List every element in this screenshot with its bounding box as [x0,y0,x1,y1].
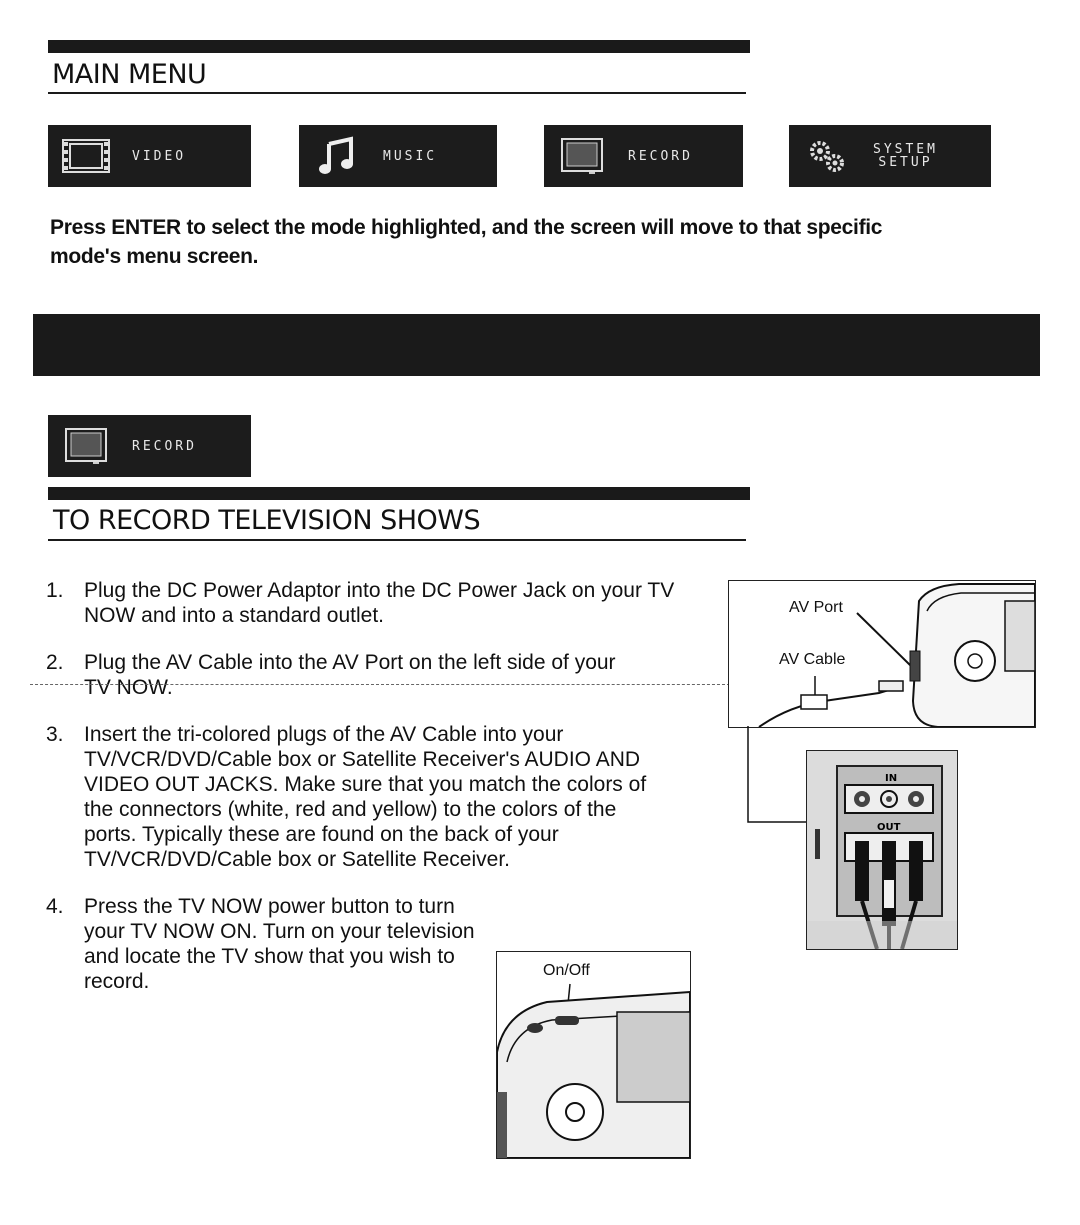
av-jacks-figure: IN OUT [806,750,958,950]
film-strip-icon [60,134,112,178]
step-item: 4. Press the TV NOW power button to turn… [46,894,686,994]
out-label: OUT [877,822,901,833]
step-number: 1. [46,579,64,602]
record-section-title: TO RECORD TELEVISION SHOWS [53,505,481,536]
step-text: Plug the DC Power Adaptor into the DC Po… [84,579,675,627]
step-item: 3. Insert the tri-colored plugs of the A… [46,722,686,872]
main-menu-instruction: Press ENTER to select the mode highlight… [50,216,883,268]
dashed-guide-line [30,684,730,685]
system-setup-button[interactable]: SYSTEM SETUP [789,125,991,187]
step-text: Press the TV NOW power button to turn yo… [84,895,475,993]
music-button-label: MUSIC [383,148,438,164]
main-menu-underline [48,92,746,94]
tv-screen-icon [556,134,608,178]
record-steps-list: 1. Plug the DC Power Adaptor into the DC… [46,578,686,1016]
figure-connector-line [747,726,806,823]
on-off-figure: On/Off [496,951,691,1159]
system-setup-button-label: SYSTEM SETUP [873,142,938,170]
video-button[interactable]: VIDEO [48,125,251,187]
step-item: 2. Plug the AV Cable into the AV Port on… [46,650,686,700]
record-section-button[interactable]: RECORD [48,415,251,477]
video-button-label: VIDEO [132,148,187,164]
record-button-label: RECORD [628,148,693,164]
record-section-underline [48,539,746,541]
av-jacks-drawing: IN OUT [807,751,957,949]
music-note-icon [311,134,363,178]
av-port-label: AV Port [789,599,843,616]
av-port-figure: AV Port AV Cable [728,580,1036,728]
gears-icon [801,134,853,178]
step-item: 1. Plug the DC Power Adaptor into the DC… [46,578,686,628]
main-menu-title: MAIN MENU [52,59,207,90]
record-button[interactable]: RECORD [544,125,743,187]
tv-screen-icon [60,424,112,468]
section-banner [33,314,1040,376]
record-section-button-label: RECORD [132,438,197,454]
av-cable-label: AV Cable [779,651,846,668]
in-label: IN [885,773,897,784]
top-header-bar [48,40,750,53]
step-number: 3. [46,723,64,746]
on-off-drawing [497,983,690,1158]
step-number: 4. [46,895,64,918]
music-button[interactable]: MUSIC [299,125,497,187]
step-text: Insert the tri-colored plugs of the AV C… [84,723,647,871]
step-text: Plug the AV Cable into the AV Port on th… [84,651,616,699]
av-port-drawing [758,583,1035,727]
step-number: 2. [46,651,64,674]
on-off-label: On/Off [543,962,590,979]
record-header-bar [48,487,750,500]
